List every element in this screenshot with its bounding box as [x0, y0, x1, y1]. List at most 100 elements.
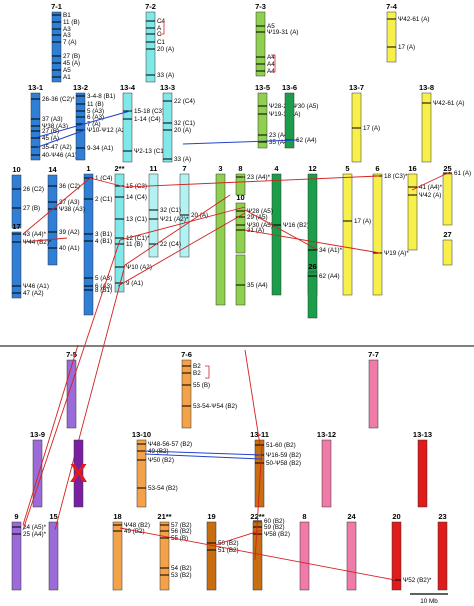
- chromosome-bar: [114, 173, 125, 293]
- chromosome-bar: [321, 439, 332, 508]
- chromosome-8: 823 (A4)*: [235, 164, 271, 196]
- chromosome-label: 4: [274, 164, 279, 173]
- synteny-line: [22, 344, 79, 526]
- chromosome-label: 26: [308, 262, 316, 271]
- chromosome-label: 13-10: [132, 430, 151, 439]
- chromosome-bar: [122, 92, 133, 163]
- gene-label: A: [157, 25, 162, 32]
- gene-label: 1 (C4): [95, 175, 113, 182]
- chromosome-label: 7: [182, 164, 186, 173]
- chromosome-label: 7-4: [386, 2, 398, 11]
- gene-label: Ψ30 (A5): [247, 222, 273, 229]
- gene-label: Ψ10-Ψ12 (A2): [87, 127, 127, 134]
- chromosome-label: 7-7: [368, 350, 379, 359]
- gene-label: Ψ44 (B2)*: [23, 239, 52, 246]
- chromosome-bar: [215, 173, 226, 306]
- chromosome-3: 3: [215, 164, 226, 306]
- gene-label: 25 (A4)*: [23, 531, 47, 538]
- gene-label: 12 (C1)*: [126, 235, 150, 242]
- chromosome-bar: [342, 173, 353, 296]
- gene-label: 1-14 (C4): [134, 116, 161, 123]
- gene-label: Ψ10 (A2): [126, 264, 152, 271]
- chromosome-label: 5: [345, 164, 349, 173]
- chromosome-bar: [417, 439, 428, 508]
- gene-label: 9 (A1): [126, 280, 143, 287]
- gene-label: 40 (A1): [59, 245, 80, 252]
- chromosome-22**: 22**60 (B2)59 (B2)Ψ58 (B2): [250, 512, 290, 591]
- chromosome-bar: [437, 521, 448, 591]
- gene-label: Ψ19-31 (A): [267, 29, 299, 36]
- synteny-line: [124, 194, 231, 266]
- gene-label: C: [157, 31, 162, 38]
- gene-label: 34 (A1)*: [319, 247, 343, 254]
- chromosome-label: 7-5: [66, 350, 77, 359]
- chromosome-label: 13-2: [73, 83, 88, 92]
- gene-label: Ψ58 (B2): [264, 531, 290, 538]
- gene-label: 32 (C1): [160, 207, 181, 214]
- gene-label: 6 (A3): [95, 283, 112, 290]
- gene-label: 55 (B): [193, 382, 210, 389]
- chromosome-9: 924 (A5)*25 (A4)*: [11, 512, 47, 591]
- gene-label: 7 (A): [63, 39, 77, 46]
- chromosome-label: 13-6: [282, 83, 297, 92]
- chromosome-15: 15: [48, 512, 59, 591]
- chromosome-bar: [442, 173, 453, 226]
- synteny-line: [22, 237, 68, 243]
- chromosome-13-7: 13-717 (A): [349, 83, 380, 163]
- chromosome-label: 10: [236, 193, 244, 202]
- gene-label: Ψ38 (A3): [59, 206, 85, 213]
- gene-label: 60 (B2): [264, 518, 285, 525]
- chromosome-label: 13-13: [413, 430, 432, 439]
- synteny-line-blue: [37, 129, 86, 148]
- chromosome-13-12: 13-12: [317, 430, 336, 508]
- chromosome-label: 24: [347, 512, 356, 521]
- chromosome-bar: [346, 521, 357, 591]
- chromosome-label: 7-1: [51, 2, 62, 11]
- gene-label: 56 (B2): [171, 528, 192, 535]
- gene-label: 17 (A): [354, 218, 371, 225]
- gene-label: Ψ48 (B2): [124, 522, 150, 529]
- chromosome-bar: [145, 11, 156, 83]
- gene-label: A3: [63, 26, 71, 33]
- gene-label: Ψ19 (A)*: [384, 250, 409, 257]
- gene-label: A5: [63, 67, 71, 74]
- chromosome-label: 8: [238, 164, 242, 173]
- gene-label: 59 (B2): [264, 524, 285, 531]
- chromosome-bar: [66, 359, 77, 429]
- gene-label: 27 (B): [63, 53, 80, 60]
- synteny-line: [89, 177, 126, 188]
- gene-label: 62 (A4): [296, 137, 317, 144]
- gene-label: 51 (B2): [218, 547, 239, 554]
- synteny-line: [119, 206, 246, 241]
- gene-label: 23 (A4): [269, 132, 290, 139]
- chromosome-label: 19: [207, 512, 215, 521]
- chromosome-27: 27: [442, 230, 453, 266]
- gene-label: A4: [267, 61, 275, 68]
- gene-label: 17 (A): [363, 125, 380, 132]
- gene-label: 26 (C2): [23, 186, 44, 193]
- gene-label: Ψ42-61 (A): [398, 16, 430, 23]
- chromosome-2**: 2**15 (C3)14 (C4)13 (C1)12 (C1)*11 (B)Ψ1…: [114, 164, 152, 293]
- synteny-line: [244, 229, 381, 254]
- chromosome-label: 7-3: [255, 2, 266, 11]
- chromosome-label: 7-2: [145, 2, 156, 11]
- gene-label: 61 (A): [454, 170, 471, 177]
- gene-label: B2: [193, 363, 201, 370]
- synteny-line: [22, 239, 121, 531]
- gene-label: 50-Ψ58 (B2): [266, 460, 301, 467]
- chromosome-bar: [47, 174, 58, 266]
- gene-label: 51-60 (B2): [266, 442, 296, 449]
- chromosome-bar: [284, 92, 295, 149]
- gene-label: 20 (A): [174, 127, 191, 134]
- gene-label: 39 (A2): [59, 229, 80, 236]
- gene-label: 55 (B): [171, 535, 188, 542]
